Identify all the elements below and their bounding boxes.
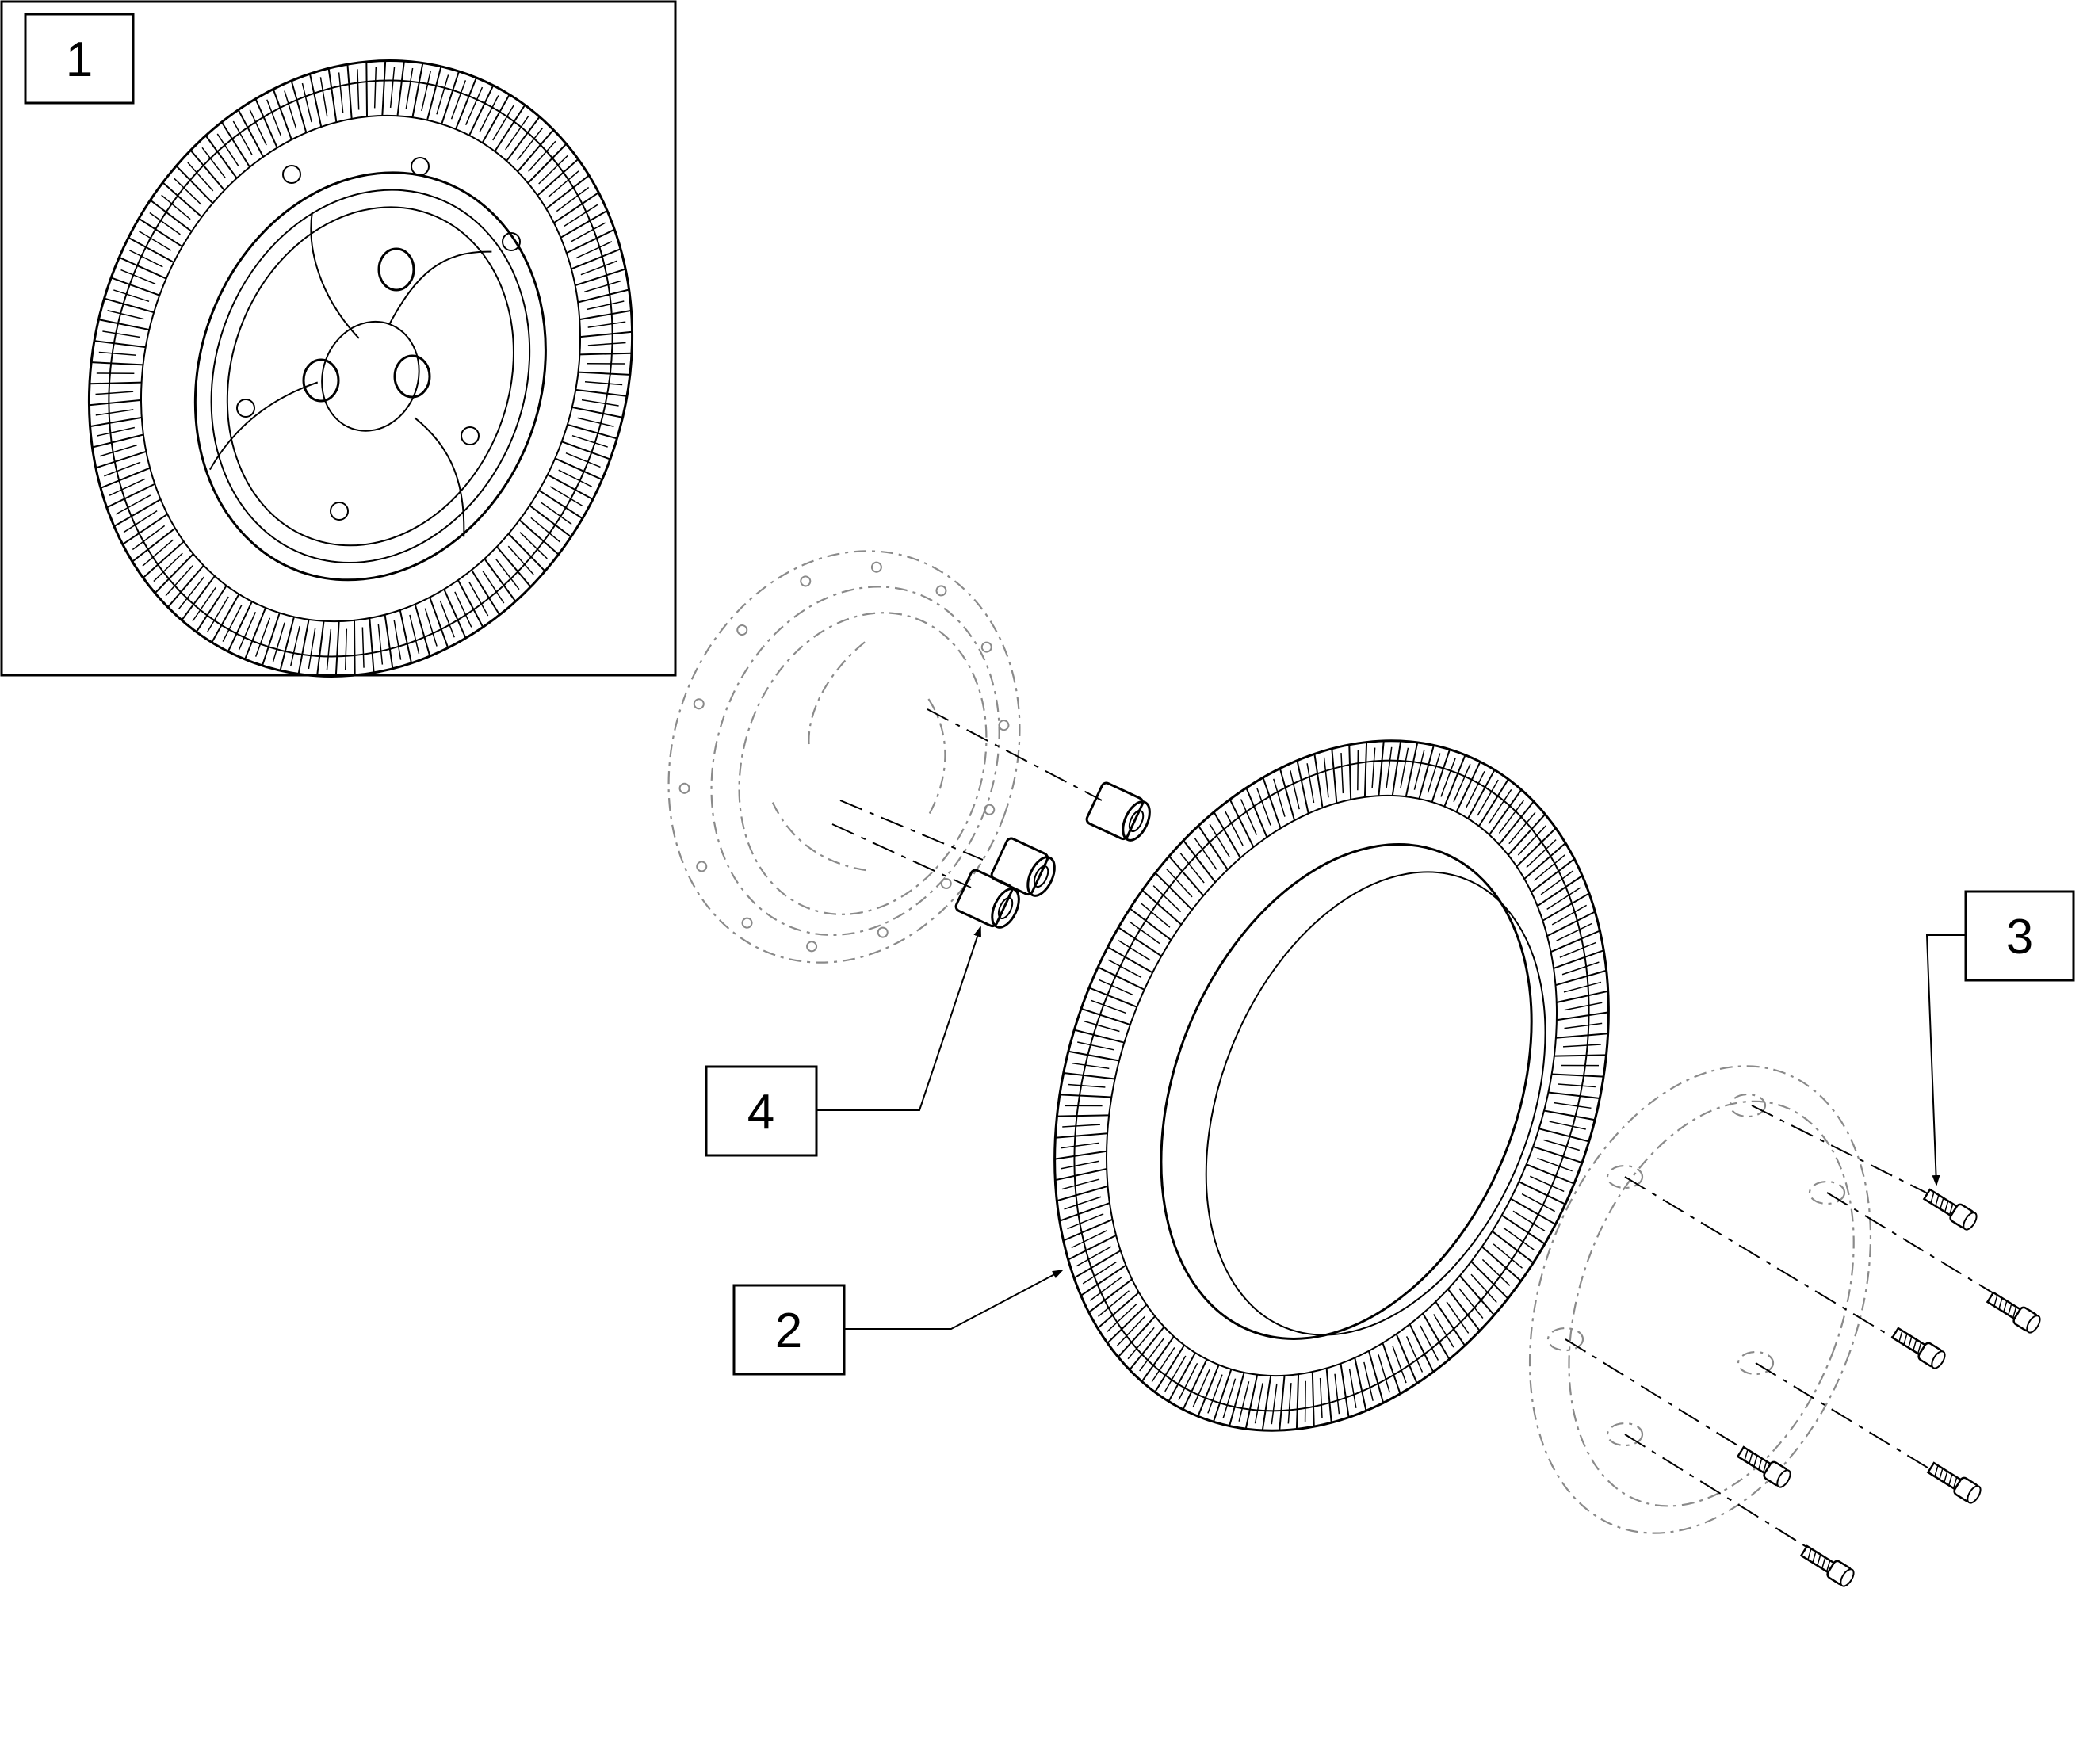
callout-3-label: 3 xyxy=(2006,910,2033,964)
callout-3: 3 xyxy=(1964,890,2075,982)
socket-screw-icon xyxy=(1736,1188,2041,1587)
rim-phantom xyxy=(1528,1065,1872,1534)
rim-axis-lines xyxy=(1565,1105,1998,1558)
callout-1: 1 xyxy=(24,13,135,105)
callout-4: 4 xyxy=(705,1065,818,1157)
tire-icon xyxy=(1053,739,1610,1432)
rim-bolt-bosses xyxy=(1546,1093,1846,1447)
callout-2-label: 2 xyxy=(775,1304,802,1358)
callout-1-label: 1 xyxy=(66,32,93,87)
wheel-assembly-icon xyxy=(87,59,634,678)
wheel-hub-bolts xyxy=(236,157,521,521)
leader-lines xyxy=(816,926,1966,1330)
lug-nut-icon xyxy=(954,781,1151,929)
hub-axis-lines xyxy=(831,708,1103,888)
callout-2: 2 xyxy=(732,1284,846,1376)
callout-4-label: 4 xyxy=(747,1085,774,1140)
hub-phantom xyxy=(667,550,1021,964)
